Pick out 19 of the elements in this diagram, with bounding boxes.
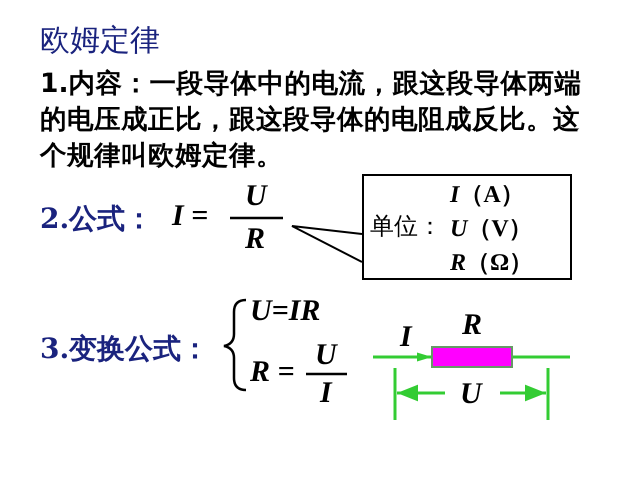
current-label: I [400,320,412,354]
formula-text: I = [172,199,208,233]
units-heading: 单位： [370,211,442,242]
formula-text: U=IR [250,294,320,328]
formula-heading: 2.公式： [40,201,154,237]
formula-text: U [245,179,267,213]
formula-text: U [315,338,337,372]
unit-text: U（V） [450,215,533,244]
unit-text: I（A） [450,181,525,210]
slide-title: 欧姆定律 [40,22,160,60]
formula-text: R [245,222,266,256]
formula-text: R = [250,355,295,389]
content-paragraph: 1.内容：一段导体中的电流，跟这段导体两端的电压成正比，跟这段导体的电阻成反比。这个规律叫欧姆定律。 [40,67,583,173]
voltage-label: U [460,377,482,411]
formula-text: I [320,376,332,410]
units-callout-box [362,174,572,280]
unit-text: R（Ω） [450,249,534,278]
formula-heading: 3.变换公式： [40,331,210,367]
resistor-label: R [462,308,482,342]
